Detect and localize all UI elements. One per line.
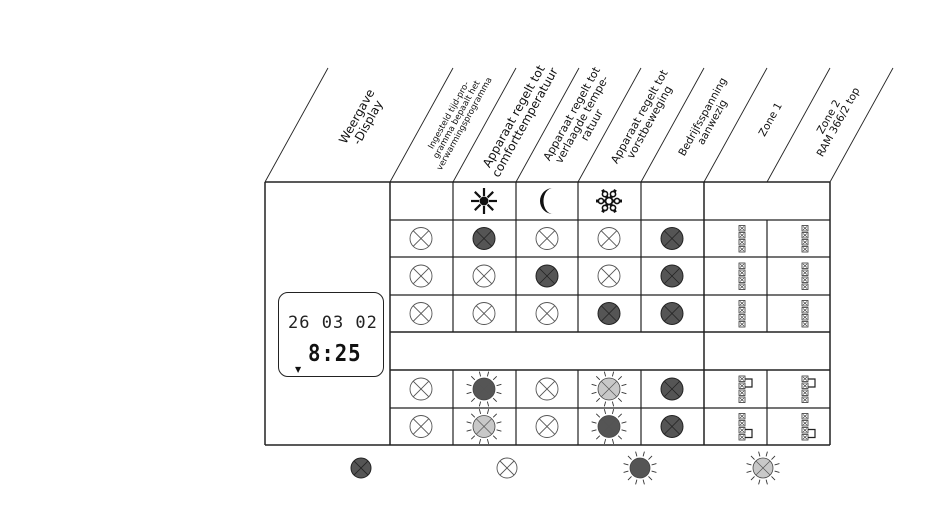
led-off-icon <box>410 378 432 400</box>
table-row <box>410 409 815 444</box>
led-off-icon <box>473 265 495 287</box>
lcd-display: 26 03 02 8:25 ▼ <box>278 292 384 377</box>
led-blink-icon <box>467 372 502 407</box>
led-blink-icon <box>592 409 627 444</box>
relay-contacts-icon <box>802 226 808 253</box>
display-date: 26 03 02 <box>288 313 378 333</box>
led-on-icon <box>661 228 683 250</box>
header-7: Zone 2RAM 366/2 top <box>805 80 863 159</box>
relay-contacts-icon <box>739 414 752 441</box>
legend <box>351 452 779 485</box>
led-blink-icon <box>592 372 627 407</box>
led-off-icon <box>598 228 620 250</box>
status-cells <box>410 226 815 444</box>
relay-contacts-icon <box>739 376 752 403</box>
display-time: 8:25 <box>308 341 361 367</box>
display-marker-icon: ▼ <box>295 366 301 374</box>
led-off-icon <box>497 458 517 478</box>
led-off-icon <box>410 265 432 287</box>
relay-contacts-icon <box>739 226 745 253</box>
led-on-icon <box>536 265 558 287</box>
led-blink-icon <box>747 452 780 485</box>
led-off-icon <box>536 378 558 400</box>
relay-contacts-icon <box>802 414 815 441</box>
mode-icons <box>471 188 622 214</box>
led-off-icon <box>536 416 558 438</box>
header-4: Apparaat regelt totvorstbeweging <box>608 67 681 171</box>
led-off-icon <box>410 228 432 250</box>
snowflake-icon <box>596 190 622 213</box>
led-off-icon <box>410 416 432 438</box>
table-row <box>410 226 808 253</box>
table-row <box>410 372 815 407</box>
led-off-icon <box>473 303 495 325</box>
led-on-icon <box>661 378 683 400</box>
relay-contacts-icon <box>802 263 808 290</box>
led-blink-icon <box>624 452 657 485</box>
table-row <box>410 263 808 290</box>
moon-icon <box>540 188 553 214</box>
relay-contacts-icon <box>802 301 808 328</box>
led-off-icon <box>410 303 432 325</box>
led-off-icon <box>536 228 558 250</box>
header-0: Weergave-Display <box>336 87 388 152</box>
led-on-icon <box>661 265 683 287</box>
led-on-icon <box>598 303 620 325</box>
legend-item <box>497 458 517 478</box>
header-6: Zone 1 <box>757 101 785 139</box>
sun-icon <box>471 188 497 214</box>
led-blink-icon <box>467 409 502 444</box>
led-off-icon <box>598 265 620 287</box>
legend-item <box>624 452 657 485</box>
led-on-icon <box>351 458 371 478</box>
table-row <box>410 301 808 328</box>
legend-item <box>747 452 780 485</box>
relay-contacts-icon <box>802 376 815 403</box>
relay-contacts-icon <box>739 263 745 290</box>
legend-item <box>351 458 371 478</box>
led-on-icon <box>473 228 495 250</box>
led-on-icon <box>661 303 683 325</box>
led-on-icon <box>661 416 683 438</box>
header-5: Bedrijfsspanningaanwezig <box>676 76 739 164</box>
relay-contacts-icon <box>739 301 745 328</box>
led-off-icon <box>536 303 558 325</box>
